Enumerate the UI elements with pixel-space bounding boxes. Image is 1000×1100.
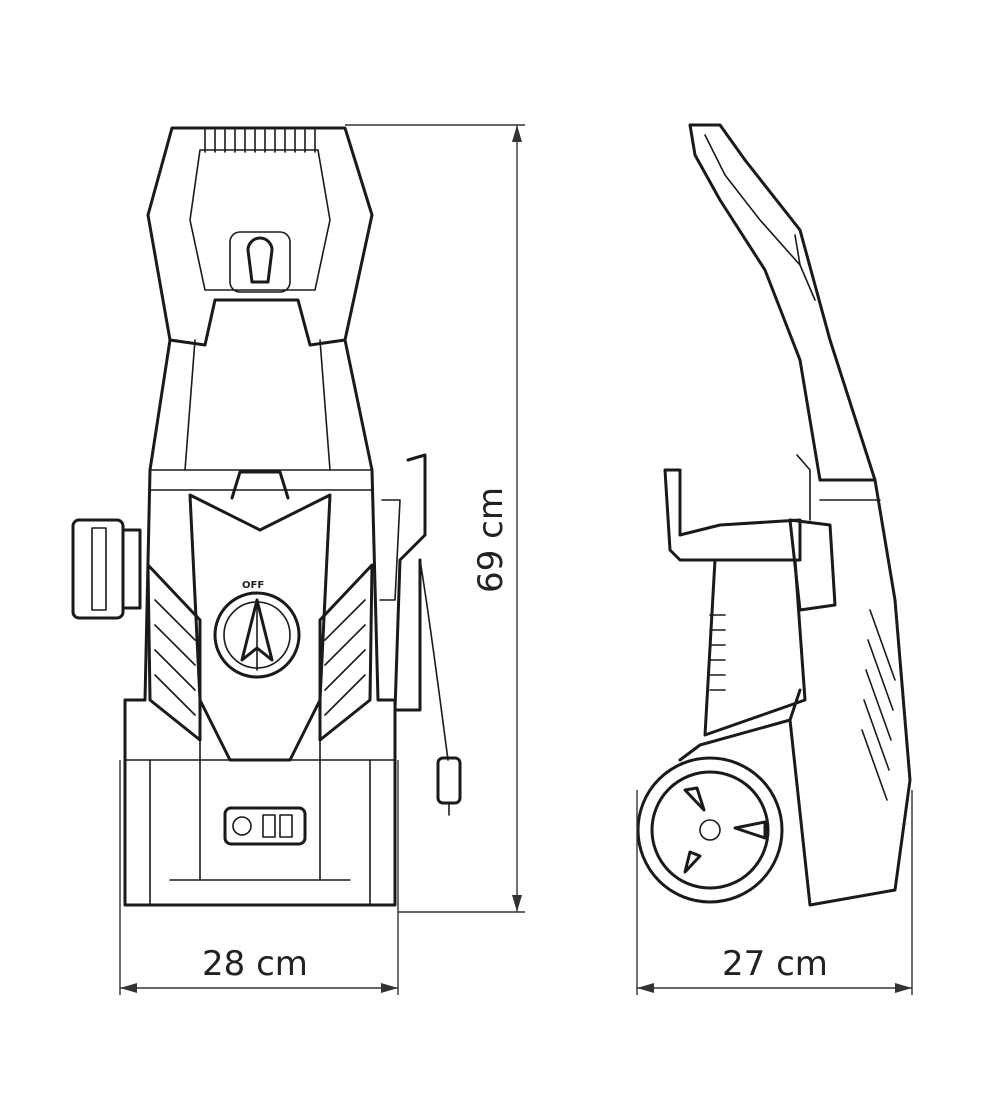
side-handle [688,123,877,482]
side-motor-housing [703,558,807,737]
pressure-dial [213,591,301,679]
front-handle-grip-ribs [204,127,316,153]
dimension-lines [119,124,913,995]
hanger-keyhole [246,236,274,284]
dial-off-label: OFF [242,580,264,591]
front-body [123,338,397,907]
side-depth-dimension-label: 27 cm [722,944,828,984]
front-center-panel [188,493,332,762]
side-wheel [636,756,784,904]
front-handle [146,126,374,347]
height-dimension-label: 69 cm [471,487,511,593]
front-handle-opening [189,149,331,291]
front-view: OFF [71,126,462,907]
hose-reel [71,518,142,620]
side-gun-holder [663,468,802,562]
front-width-dimension-label: 28 cm [202,944,308,984]
top-hook [230,470,290,500]
switch-panel [223,806,307,846]
side-body [788,478,912,907]
power-cord [379,453,462,816]
side-view [636,123,912,907]
front-side-vents [146,563,374,742]
